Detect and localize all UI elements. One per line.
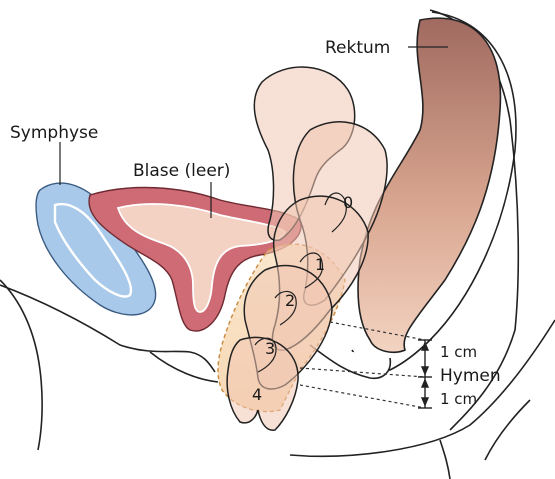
label-symphyse: Symphyse (10, 123, 98, 143)
label-measure-upper: 1 cm (440, 343, 477, 361)
stage-0: 0 (343, 193, 353, 212)
stage-1: 1 (315, 255, 325, 274)
label-hymen: Hymen (440, 366, 501, 386)
label-blase: Blase (leer) (133, 161, 230, 181)
label-measure-lower: 1 cm (440, 390, 477, 408)
stage-4: 4 (252, 385, 262, 404)
label-rektum: Rektum (325, 38, 390, 58)
stage-2: 2 (285, 291, 295, 310)
stage-3: 3 (265, 339, 275, 358)
